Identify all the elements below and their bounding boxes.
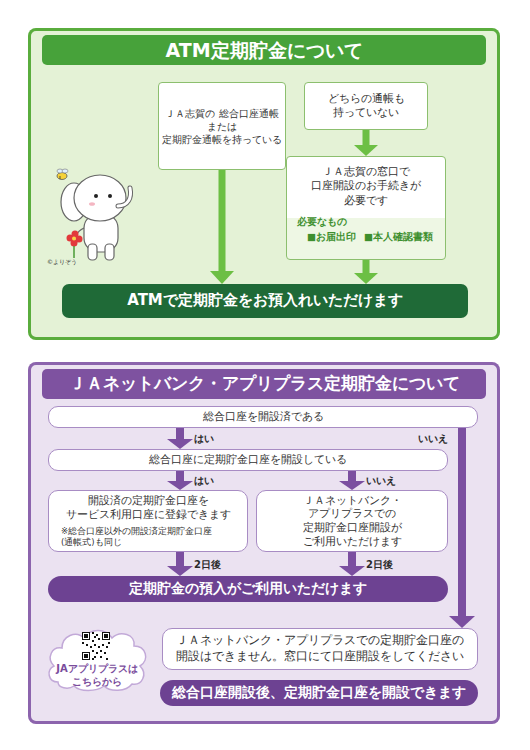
section-panel: ＪＡネットバンク・アプリプラス定期貯金について総合口座を開設済である総合口座に定… — [28, 362, 500, 724]
result-band: 総合口座開設後、定期貯金口座を開設できます — [160, 680, 478, 706]
question-box: 総合口座に定期貯金口座を開設している — [48, 449, 448, 471]
flow-arrow — [167, 428, 193, 449]
edge-label: 2日後 — [366, 558, 393, 572]
edge-label: はい — [194, 432, 214, 446]
flow-arrow — [167, 552, 193, 576]
box-text: 総合口座開設後、定期貯金口座を開設できます — [172, 684, 466, 702]
box-text: ＪＡネットバンク・アプリプラスでの 定期貯金口座開設が ご利用いただけます — [261, 494, 443, 549]
box-text: 総合口座を開設済である — [203, 410, 324, 424]
arrow-head — [339, 566, 365, 576]
box-text: JAアプリプラスは こちらから — [44, 663, 150, 688]
arrow-head — [167, 481, 193, 490]
box-text: ＪＡ志賀の 総合口座通帳 または 定期貯金通帳を持っている — [162, 107, 282, 146]
arrow-shaft — [176, 552, 184, 567]
result-band: 定期貯金の預入がご利用いただけます — [48, 576, 448, 602]
arrow-head — [449, 616, 475, 628]
process-box: ＪＡ志賀の窓口で 口座開設のお手続きが 必要です必要なもの ■お届出印 ■本人確認書… — [286, 156, 446, 260]
arrow-head — [354, 145, 378, 156]
box-text: 総合口座に定期貯金口座を開設している — [149, 453, 347, 467]
section-panel: ATM定期貯金について ＪＡ志賀の 総合口座通帳 または 定期貯金通帳を持っている… — [28, 28, 500, 340]
edge-label: はい — [194, 474, 214, 488]
section-heading: ＪＡネットバンク・アプリプラス定期貯金について — [42, 369, 486, 399]
arrow-shaft — [219, 170, 226, 272]
copyright-note: ©よりぞう — [47, 258, 77, 267]
process-box: 開設済の定期貯金口座を サービス利用口座に登録できます ※総合口座以外の開設済定期… — [48, 490, 248, 552]
box-text: ■本人確認書類 — [364, 231, 433, 243]
arrow-head — [210, 271, 234, 284]
arrow-shaft — [176, 471, 184, 482]
flow-arrow — [354, 260, 378, 284]
flow-arrow — [339, 552, 365, 576]
box-text: 開設済の定期貯金口座を サービス利用口座に登録できます — [53, 494, 243, 523]
box-text: ＪＡ志賀の窓口で 口座開設のお手続きが 必要です — [287, 157, 445, 214]
box-text: ■お届出印 — [307, 231, 356, 243]
process-box: ＪＡネットバンク・アプリプラスでの 定期貯金口座開設が ご利用いただけます — [256, 490, 448, 552]
section-heading: ATM定期貯金について — [42, 35, 486, 65]
qr-cloud: JAアプリプラスは こちらから — [44, 626, 150, 692]
arrow-shaft — [458, 428, 466, 617]
flow-arrow — [449, 428, 475, 628]
arrow-shaft — [176, 428, 184, 440]
flow-arrow — [210, 170, 234, 284]
box-text: ＪＡネットバンク・アプリプラスでの定期貯金口座の 開設はできません。窓口にて口座… — [167, 633, 473, 664]
arrow-shaft — [363, 260, 370, 274]
question-box: 総合口座を開設済である — [48, 406, 478, 428]
notice-box: ＪＡネットバンク・アプリプラスでの定期貯金口座の 開設はできません。窓口にて口座… — [162, 628, 478, 670]
condition-box: どちらの通帳も 持っていない — [304, 82, 428, 130]
condition-box: ＪＡ志賀の 総合口座通帳 または 定期貯金通帳を持っている — [158, 82, 286, 170]
arrow-shaft — [348, 471, 356, 482]
arrow-shaft — [363, 130, 370, 146]
arrow-head — [339, 481, 365, 490]
box-text: 必要なもの — [297, 216, 445, 228]
box-text: どちらの通帳も 持っていない — [308, 92, 424, 121]
arrow-head — [167, 566, 193, 576]
flow-arrow — [354, 130, 378, 156]
box-text: 定期貯金の預入がご利用いただけます — [129, 580, 367, 598]
edge-label: 2日後 — [194, 558, 221, 572]
box-text: ATMで定期貯金をお預入れいただけます — [127, 291, 403, 311]
arrow-shaft — [348, 552, 356, 567]
edge-label: いいえ — [418, 432, 448, 446]
arrow-head — [354, 273, 378, 284]
flow-arrow — [339, 471, 365, 490]
edge-label: いいえ — [366, 474, 396, 488]
arrow-head — [167, 439, 193, 449]
result-band: ATMで定期貯金をお預入れいただけます — [62, 284, 468, 318]
box-text: ※総合口座以外の開設済定期貯金口座 (通帳式)も同じ — [53, 526, 243, 548]
flow-arrow — [167, 471, 193, 490]
